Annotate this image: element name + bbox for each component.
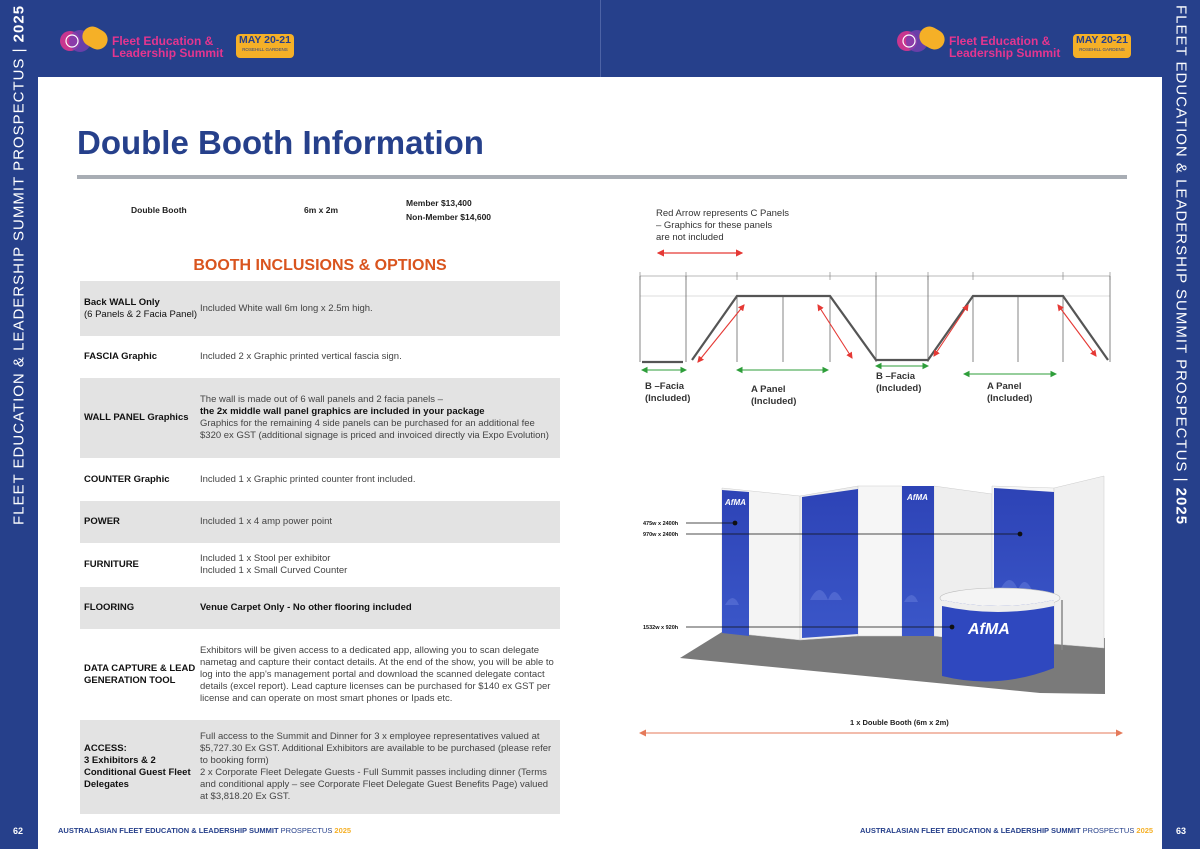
booth-type: Double Booth [131, 205, 187, 215]
table-row: POWER Included 1 x 4 amp power point [80, 501, 560, 543]
page-number-left: 62 [13, 826, 24, 836]
booth-size: 6m x 2m [304, 205, 339, 215]
page-divider [600, 0, 601, 77]
logo-circles-icon [897, 26, 945, 52]
booth-wall-outline [691, 294, 1109, 362]
svg-text:AfMA: AfMA [724, 498, 746, 507]
table-row: COUNTER Graphic Included 1 x Graphic pri… [84, 473, 416, 485]
logo-circles-icon [60, 26, 108, 52]
page-title: Double Booth Information [77, 124, 484, 161]
table-row: Back WALL Only(6 Panels & 2 Facia Panel)… [80, 281, 560, 336]
svg-text:A Panel(Included): A Panel(Included) [987, 381, 1032, 404]
svg-text:AfMA: AfMA [906, 493, 928, 502]
table-row: ACCESS:3 Exhibitors & 2 Conditional Gues… [80, 720, 560, 814]
red-arrow [817, 304, 853, 359]
table-row: FASCIA Graphic Included 2 x Graphic prin… [84, 351, 402, 362]
table-row: FLOORING Venue Carpet Only - No other fl… [80, 587, 560, 629]
render-caption: 1 x Double Booth (6m x 2m) [850, 718, 949, 727]
fascia-graphic [722, 490, 749, 636]
table-row: FURNITURE Included 1 x Stool per exhibit… [84, 553, 348, 576]
wall-graphic [802, 489, 858, 638]
red-arrow [933, 304, 969, 357]
footer-right: AUSTRALASIAN FLEET EDUCATION & LEADERSHI… [860, 826, 1154, 835]
svg-text:1532w x 920h: 1532w x 920h [643, 625, 679, 631]
counter [942, 600, 1054, 682]
svg-text:AfMA: AfMA [967, 621, 1010, 638]
page-number-right: 63 [1176, 826, 1187, 836]
non-member-price: Non-Member $14,600 [406, 212, 492, 222]
red-arrow [697, 304, 745, 363]
table-row: DATA CAPTURE & LEAD GENERATION TOOL Exhi… [84, 644, 554, 704]
footer-left: AUSTRALASIAN FLEET EDUCATION & LEADERSHI… [58, 826, 352, 835]
member-price: Member $13,400 [406, 198, 472, 208]
fascia-graphic [902, 486, 934, 636]
right-sidebar-text: FLEET EDUCATION & LEADERSHIP SUMMIT PROS… [1172, 4, 1190, 526]
svg-text:A Panel(Included): A Panel(Included) [751, 384, 796, 407]
inclusions-heading: BOOTH INCLUSIONS & OPTIONS [193, 257, 447, 274]
svg-text:B –Facia(Included): B –Facia(Included) [876, 371, 921, 394]
table-row: WALL PANEL Graphics The wall is made out… [80, 378, 560, 458]
title-rule [77, 175, 1127, 179]
right-sidebar [1162, 0, 1200, 849]
left-sidebar-text: FLEET EDUCATION & LEADERSHIP SUMMIT PROS… [10, 4, 28, 526]
diagram-note: Red Arrow represents C Panels– Graphics … [656, 208, 789, 243]
red-arrow [1057, 304, 1097, 357]
svg-text:475w x 2400h: 475w x 2400h [643, 521, 679, 527]
wall-graphic [994, 488, 1054, 640]
svg-text:970w x 2400h: 970w x 2400h [643, 532, 679, 538]
carpet-floor [680, 632, 1105, 694]
svg-text:B –Facia(Included): B –Facia(Included) [645, 381, 690, 404]
left-sidebar [0, 0, 38, 849]
